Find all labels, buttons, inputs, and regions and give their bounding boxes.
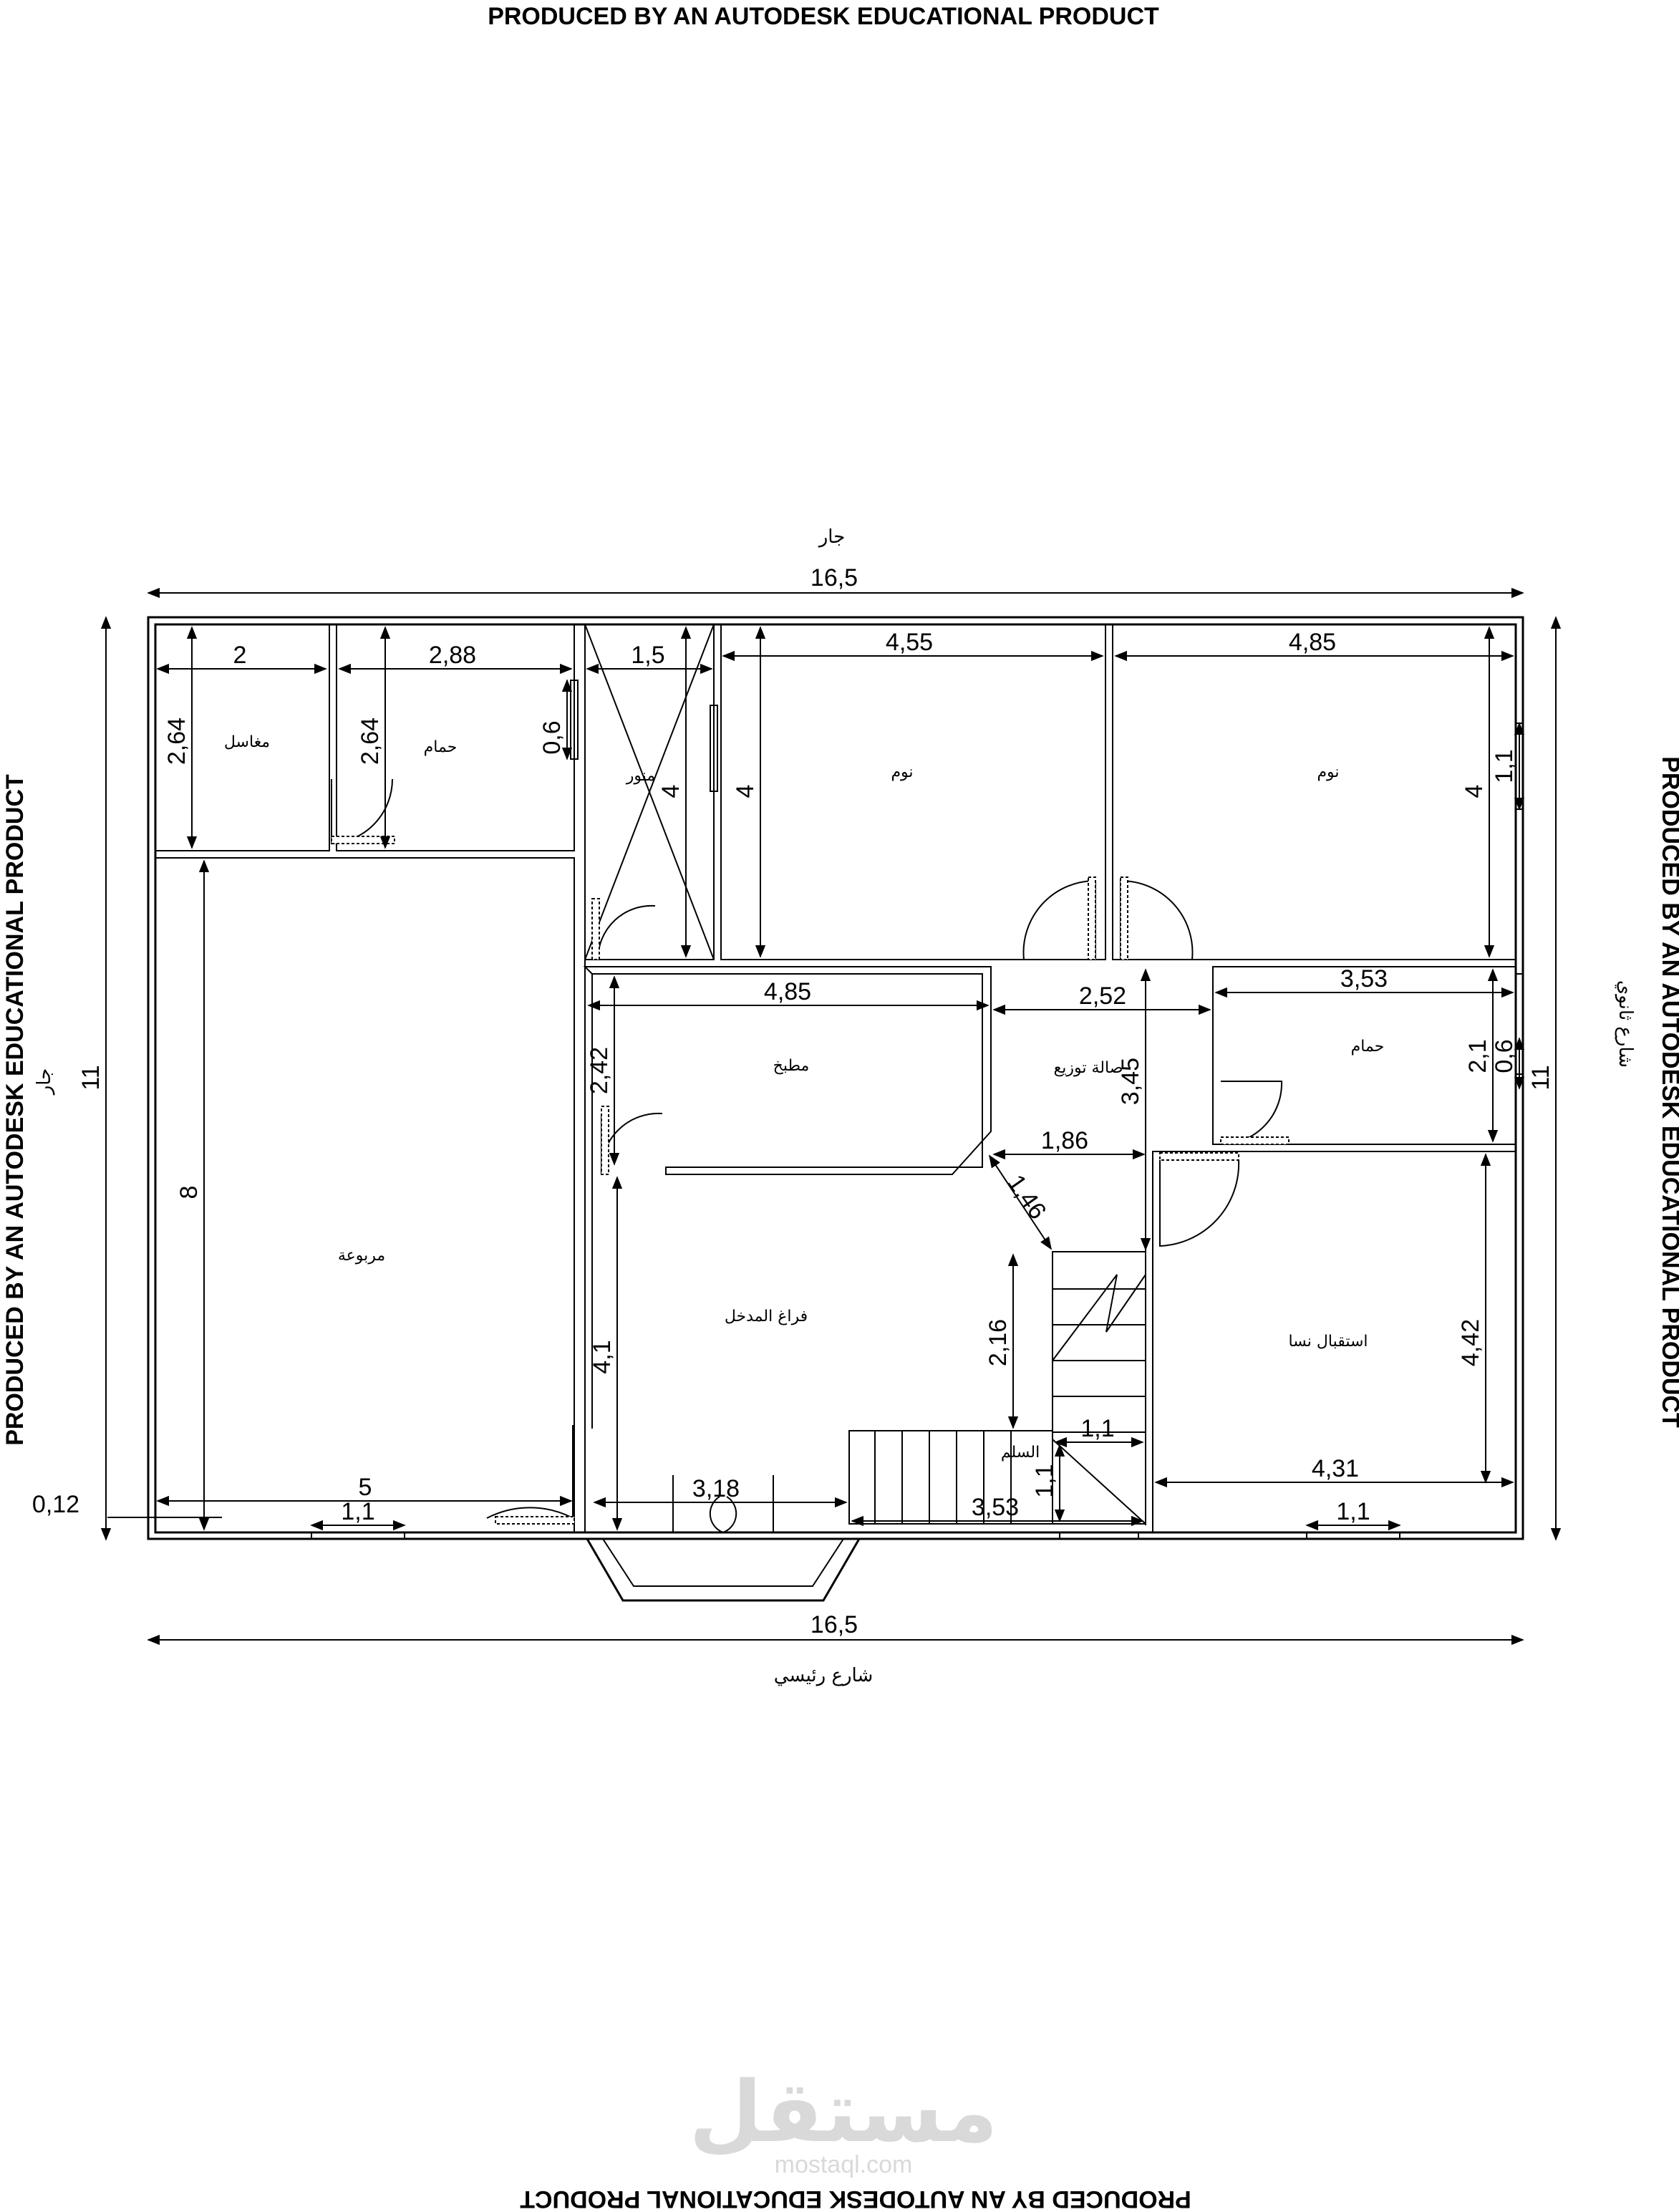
dim-hall-width: 2,52 <box>1079 982 1126 1010</box>
dim-bath2-window: 0,6 <box>1491 1039 1518 1073</box>
room-living: مربوعة <box>338 1247 385 1265</box>
dim-living-width: 5 <box>359 1474 372 1501</box>
dim-living-window: 1,1 <box>341 1498 374 1525</box>
room-bath-right: حمام <box>1351 1038 1385 1056</box>
dim-total-height-right: 11 <box>1527 1065 1554 1090</box>
dim-bath2-height: 2,1 <box>1464 1039 1491 1073</box>
dim-wall-offset: 0,12 <box>32 1491 79 1518</box>
dim-stair-landing-width: 1,1 <box>1080 1415 1114 1442</box>
room-bedroom-1: نوم <box>891 763 913 781</box>
walls <box>147 616 1524 1540</box>
label-neighbor-top: جار <box>818 526 846 548</box>
room-distribution-hall: صالة توزيع <box>1054 1059 1123 1077</box>
dim-hall-height: 3,45 <box>1117 1058 1144 1105</box>
dim-bed2-window: 1,1 <box>1491 749 1518 783</box>
room-kitchen: مطبخ <box>773 1057 810 1075</box>
dim-reception-window: 1,1 <box>1336 1498 1370 1525</box>
entrance-porch <box>586 1538 861 1602</box>
dim-stair-landing-height: 1,1 <box>1031 1464 1058 1497</box>
dim-total-width-bottom: 16,5 <box>811 1611 858 1638</box>
dim-shaft-width: 1,5 <box>631 642 664 669</box>
room-shaft: منور <box>626 767 655 785</box>
watermark-left: PRODUCED BY AN AUTODESK EDUCATIONAL PROD… <box>1 774 29 1446</box>
room-washbasins: مغاسل <box>224 733 270 751</box>
dim-total-width-top: 16,5 <box>811 564 858 591</box>
room-bedroom-2: نوم <box>1317 763 1339 781</box>
dim-bed2-height: 4 <box>1461 785 1488 798</box>
shaft-cross <box>584 624 715 960</box>
dim-bath2-width: 3,53 <box>1340 965 1388 992</box>
label-main-street: شارع رئيسي <box>774 1665 874 1686</box>
logo-url: mostaql.com <box>775 2151 913 2178</box>
doors <box>331 778 1283 1533</box>
label-neighbor-left: جار <box>34 1068 55 1096</box>
interior-dimension-lines <box>156 626 1525 1531</box>
openings <box>311 680 1524 1540</box>
dim-bed2-width: 4,85 <box>1289 629 1336 656</box>
room-women-reception: استقبال نسا <box>1288 1333 1368 1351</box>
dim-entrance-height: 4,1 <box>589 1340 616 1373</box>
mostaql-logo: مستقل mostaql.com <box>689 2062 998 2178</box>
dim-kitchen-height: 2,42 <box>586 1047 613 1094</box>
dim-hall-lower-width: 1,86 <box>1041 1127 1088 1154</box>
dim-stair-width: 3,53 <box>972 1494 1019 1521</box>
dim-total-height-left: 11 <box>77 1065 105 1090</box>
overall-dimensions <box>100 587 1562 1646</box>
label-secondary-street: شارع ثانوي <box>1615 980 1636 1068</box>
dim-reception-height: 4,42 <box>1457 1319 1484 1366</box>
dim-reception-width: 4,31 <box>1312 1455 1359 1482</box>
room-entrance: فراغ المدخل <box>725 1308 808 1325</box>
dim-chamfer: 1,46 <box>1002 1170 1051 1225</box>
dim-stair-height: 2,16 <box>984 1319 1012 1366</box>
dim-bed1-width: 4,55 <box>886 629 933 656</box>
dim-bath-window: 0,6 <box>538 720 566 754</box>
dim-shaft-height: 4 <box>657 785 684 798</box>
dim-bed1-height: 4 <box>732 785 759 798</box>
dim-kitchen-width: 4,85 <box>764 978 811 1005</box>
dim-wash-width: 2 <box>233 642 247 669</box>
room-stairs: السلم <box>1001 1444 1040 1462</box>
dim-bath-height: 2,64 <box>357 718 384 765</box>
watermark-top: PRODUCED BY AN AUTODESK EDUCATIONAL PROD… <box>488 3 1159 30</box>
dim-bath-width: 2,88 <box>429 642 476 669</box>
logo-mark: مستقل <box>689 2062 998 2161</box>
dim-entrance-width: 3,18 <box>692 1475 740 1502</box>
dim-living-height: 8 <box>175 1186 203 1199</box>
stairs <box>848 1251 1146 1525</box>
room-bath-top: حمام <box>424 738 458 756</box>
dim-wash-height: 2,64 <box>163 718 190 765</box>
watermark-right: PRODUCED BY AN AUTODESK EDUCATIONAL PROD… <box>1657 756 1679 1428</box>
watermark-bottom: PRODUCED BY AN AUTODESK EDUCATIONAL PROD… <box>520 2186 1191 2212</box>
